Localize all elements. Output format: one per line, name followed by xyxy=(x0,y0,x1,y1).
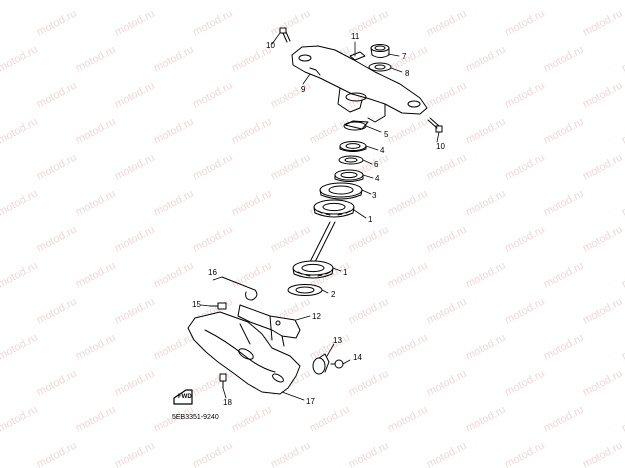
upper-bracket-part xyxy=(291,45,428,123)
callout-9: 9 xyxy=(301,85,306,94)
callout-12: 12 xyxy=(312,312,321,321)
callout-2: 2 xyxy=(331,290,336,299)
reflector-13 xyxy=(312,353,330,375)
callout-14: 14 xyxy=(353,353,362,362)
upper-bearing-1 xyxy=(313,199,355,218)
callout-1-upper: 1 xyxy=(368,215,373,224)
callout-15: 15 xyxy=(192,300,201,309)
plate-part xyxy=(349,51,366,61)
bracket-12 xyxy=(237,304,301,347)
fwd-arrow-label: FWD xyxy=(178,394,192,400)
screw-14 xyxy=(330,359,344,369)
callout-11: 11 xyxy=(351,32,360,41)
callout-4-upper: 4 xyxy=(380,146,385,155)
leader-lines xyxy=(200,32,440,401)
screw-18 xyxy=(219,373,227,389)
callout-4-lower: 4 xyxy=(375,174,380,183)
bolt-top-left xyxy=(279,27,291,43)
lower-cover-17 xyxy=(187,311,301,395)
dust-seal-2 xyxy=(287,284,323,296)
callout-6: 6 xyxy=(374,160,379,169)
callout-7: 7 xyxy=(402,52,407,61)
callout-1-lower: 1 xyxy=(343,268,348,277)
screw-15 xyxy=(209,302,227,310)
cable-tie-part xyxy=(221,276,258,301)
washer-6 xyxy=(338,155,364,165)
callout-13: 13 xyxy=(333,336,342,345)
callout-17: 17 xyxy=(306,397,315,406)
stem-shaft xyxy=(309,221,336,263)
washer-5 xyxy=(343,120,369,131)
ring-nut-4b xyxy=(334,169,364,182)
callout-16: 16 xyxy=(208,268,217,277)
lower-bearing-1 xyxy=(292,260,334,279)
washer-part xyxy=(368,62,392,72)
callout-10-right: 10 xyxy=(436,142,445,151)
callout-18: 18 xyxy=(223,398,232,407)
cap-nut-part xyxy=(370,44,390,58)
fwd-arrow-icon xyxy=(173,389,193,405)
callout-3: 3 xyxy=(372,191,377,200)
ring-nut-4a xyxy=(339,141,367,152)
callout-8: 8 xyxy=(405,69,410,78)
bolt-right xyxy=(427,117,443,133)
drawing-code: 5EB3351-9240 xyxy=(172,414,219,421)
callout-10-top: 10 xyxy=(266,41,275,50)
bearing-cover-3 xyxy=(319,182,363,200)
callout-5: 5 xyxy=(384,130,389,139)
